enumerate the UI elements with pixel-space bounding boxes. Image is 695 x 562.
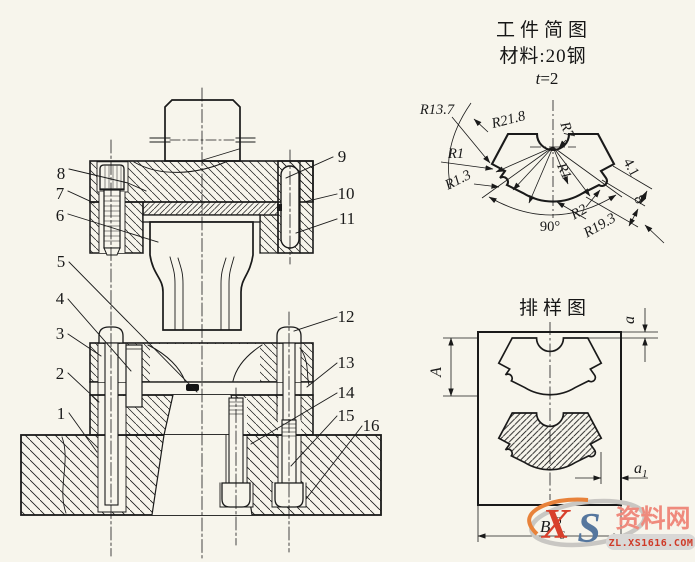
part-number-6: 6 (56, 206, 65, 225)
part-number-11: 11 (339, 209, 355, 228)
layout-dim-labels: A a a1 B 0 -δ (428, 316, 648, 542)
watermark: X S 资料网 ZL.XS1616.COM (527, 497, 695, 552)
dim-r1-3: R1.3 (442, 167, 474, 194)
part-number-7: 7 (56, 184, 65, 203)
layout-blank-2-hatched (497, 412, 603, 471)
layout-title: 排样图 (519, 297, 591, 319)
part-number-labels: 8 7 6 5 4 3 2 1 9 10 11 12 13 14 15 16 (56, 147, 380, 435)
centerlines (110, 87, 291, 559)
part-number-8: 8 (57, 164, 66, 183)
dim-4-1: 4.1 (620, 156, 643, 180)
watermark-site-name: 资料网 (615, 505, 690, 533)
workpiece-material: 材料:20钢 (499, 45, 586, 67)
workpiece-title: 工件简图 (496, 19, 592, 41)
part-number-5: 5 (57, 252, 66, 271)
dim-B-sub: -δ (556, 530, 566, 542)
workpiece-thickness: t=2 (536, 69, 559, 88)
part-number-15: 15 (338, 406, 355, 425)
part-number-10: 10 (338, 184, 355, 203)
dim-r2: R2 (567, 201, 590, 223)
guide-bushing (277, 160, 301, 254)
part-number-16: 16 (363, 416, 380, 435)
dim-a: a (621, 316, 638, 324)
part-leaders (67, 156, 363, 500)
part-number-4: 4 (56, 289, 65, 308)
part-number-3: 3 (56, 324, 65, 343)
layout-dim-lines (443, 308, 658, 542)
die-assembly-section-view: 8 7 6 5 4 3 2 1 9 10 11 12 13 14 15 16 (20, 87, 382, 559)
watermark-swoosh (527, 497, 589, 536)
strip-outline (477, 331, 622, 506)
watermark-domain: ZL.XS1616.COM (609, 538, 694, 549)
workpiece-dim-labels: R13.7 R21.8 R7 R1 R1.3 R1 R2 R19.3 90° 4… (419, 102, 648, 242)
dim-B-sup: 0 (556, 515, 562, 527)
watermark-pill (606, 534, 695, 550)
dim-8: 8 (630, 193, 648, 207)
dim-angle-90: 90° (540, 219, 561, 235)
upper-socket-screw (99, 164, 125, 256)
dim-B: B (540, 517, 551, 536)
part-number-13: 13 (338, 353, 355, 372)
punch (142, 214, 261, 331)
dim-r7: R7 (556, 119, 577, 141)
workpiece-sketch: 工件简图 材料:20钢 t=2 (419, 19, 665, 244)
dim-r1-center: R1 (553, 160, 575, 182)
dim-r21-8: R21.8 (489, 108, 528, 132)
part-number-1: 1 (57, 404, 66, 423)
part-number-14: 14 (338, 383, 356, 402)
dim-a1: a1 (634, 460, 648, 480)
lower-fasteners (98, 326, 304, 508)
dowel-pin (125, 344, 143, 408)
dim-r13-7: R13.7 (419, 102, 455, 118)
dim-A: A (428, 367, 445, 378)
lower-die-base-plate (20, 434, 382, 516)
part-number-9: 9 (338, 147, 347, 166)
part-number-2: 2 (56, 364, 65, 383)
workpiece-dim-lines (440, 102, 665, 244)
dim-r1-left: R1 (447, 146, 464, 162)
part-number-12: 12 (338, 307, 355, 326)
die-shank (149, 99, 256, 162)
lower-die-set (89, 342, 314, 436)
watermark-letter-s: S (577, 506, 600, 552)
watermark-letter-x: X (540, 502, 571, 548)
